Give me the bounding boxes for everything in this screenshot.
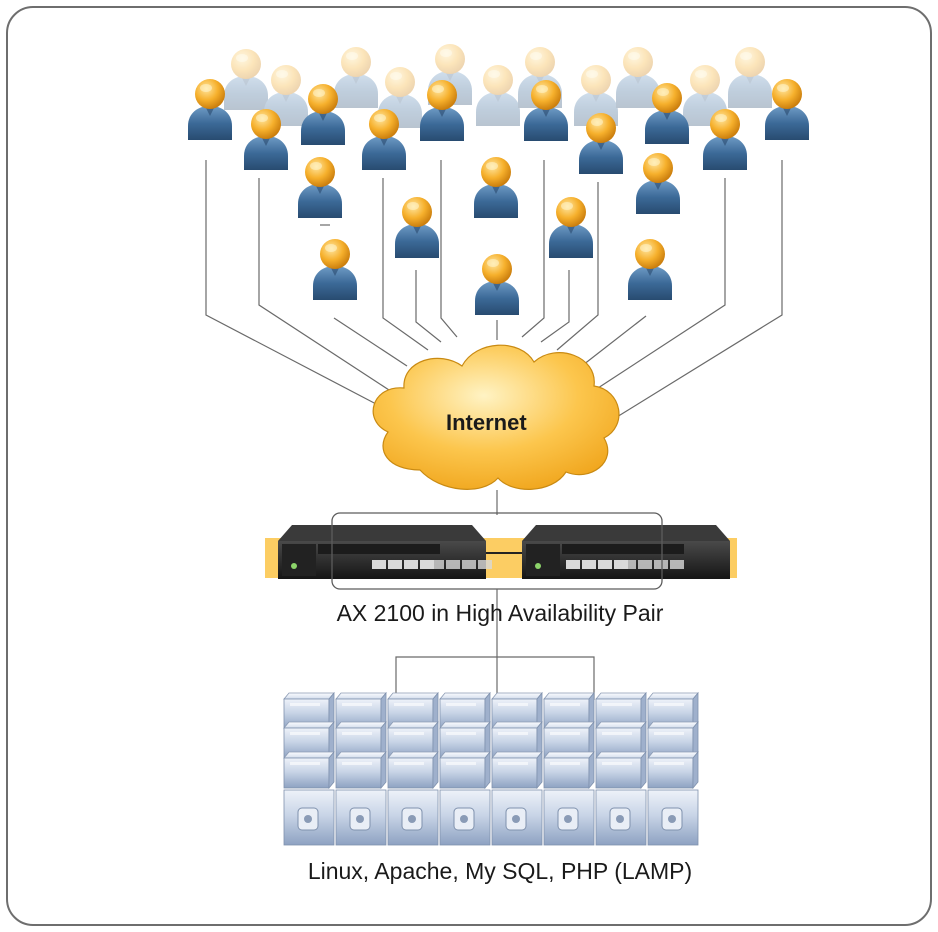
server-bottom-row bbox=[283, 789, 699, 846]
internet-cloud-icon bbox=[372, 344, 620, 490]
internet-label: Internet bbox=[446, 410, 527, 435]
ax-device-right-icon bbox=[522, 525, 730, 579]
user-connection-lines bbox=[205, 160, 783, 421]
ax-device-pair bbox=[265, 512, 737, 590]
ax-device-left-icon bbox=[278, 525, 492, 579]
device-to-servers-lines bbox=[395, 589, 595, 700]
server-caption: Linux, Apache, My SQL, PHP (LAMP) bbox=[307, 858, 693, 884]
device-caption: AX 2100 in High Availability Pair bbox=[336, 600, 664, 626]
server-farm-icon bbox=[283, 692, 699, 846]
